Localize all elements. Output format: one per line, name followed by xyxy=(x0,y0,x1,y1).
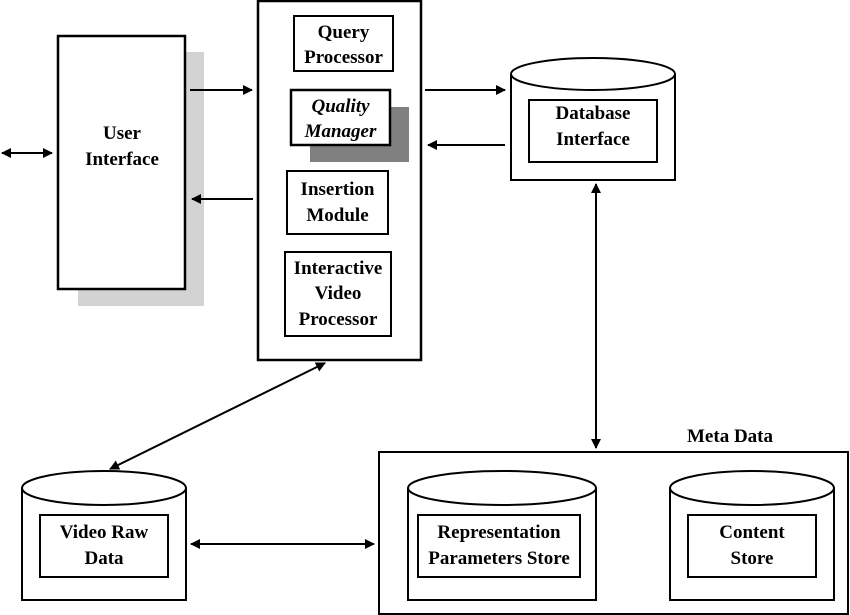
content-store-label-line2: Store xyxy=(731,548,774,569)
video-raw-data-cylinder-rim xyxy=(21,487,187,506)
quality-manager-box xyxy=(289,88,392,147)
insertion-module-label-line1: Insertion xyxy=(301,179,375,200)
representation-store-label-line2: Parameters Store xyxy=(428,548,570,569)
query-processor-module: Query Processor xyxy=(293,15,394,72)
insertion-module: Insertion Module xyxy=(286,170,389,235)
video-raw-data-label-line2: Data xyxy=(84,548,124,569)
interactive-video-processor-box xyxy=(284,251,392,337)
interactive-video-processor-label-line3: Processor xyxy=(299,309,378,330)
database-interface-label-line1: Database xyxy=(556,103,631,124)
content-store-box xyxy=(687,514,817,578)
insertion-module-label-line2: Module xyxy=(306,205,368,226)
video-raw-data-cylinder: Video Raw Data xyxy=(21,470,187,601)
query-processor-label-line2: Processor xyxy=(304,47,383,68)
content-store-cylinder: Content Store xyxy=(669,470,835,601)
user-interface-block: User Interface xyxy=(56,34,204,306)
video-raw-data-box xyxy=(39,514,169,578)
database-interface-cylinder: Database Interface xyxy=(510,57,676,181)
module-container: Query Processor Quality Manager Insertio… xyxy=(256,0,423,362)
quality-manager-label-line1: Quality xyxy=(311,96,370,117)
database-interface-label-line2: Interface xyxy=(556,129,630,150)
user-interface-label-line1: User xyxy=(103,123,142,144)
representation-parameters-store-box xyxy=(417,514,581,578)
connectors xyxy=(1,85,601,549)
query-processor-label-line1: Query xyxy=(318,22,370,43)
quality-manager-module: Quality Manager xyxy=(289,88,409,162)
content-store-label-line1: Content xyxy=(719,522,785,543)
database-interface-box xyxy=(528,99,658,163)
representation-cylinder-rim xyxy=(407,487,597,506)
video-raw-data-label-line1: Video Raw xyxy=(60,522,149,543)
interactive-video-processor-module: Interactive Video Processor xyxy=(284,251,392,337)
query-processor-box xyxy=(293,15,394,72)
interactive-video-processor-label-line1: Interactive xyxy=(294,258,383,279)
representation-parameters-store-cylinder: Representation Parameters Store xyxy=(407,470,597,601)
insertion-module-box xyxy=(286,170,389,235)
database-cylinder-rim xyxy=(510,73,676,91)
interactive-video-processor-label-line2: Video xyxy=(315,283,362,304)
user-interface-box xyxy=(56,34,187,291)
quality-manager-label-line2: Manager xyxy=(304,121,377,142)
user-interface-label-line2: Interface xyxy=(85,149,159,170)
meta-data-title: Meta Data xyxy=(687,426,773,447)
representation-store-label-line1: Representation xyxy=(437,522,561,543)
modules-video-raw-data-bidirectional-arrow xyxy=(109,362,326,470)
content-store-cylinder-rim xyxy=(669,487,835,506)
meta-data-group: Meta Data Representation Parameters Stor… xyxy=(378,426,849,615)
